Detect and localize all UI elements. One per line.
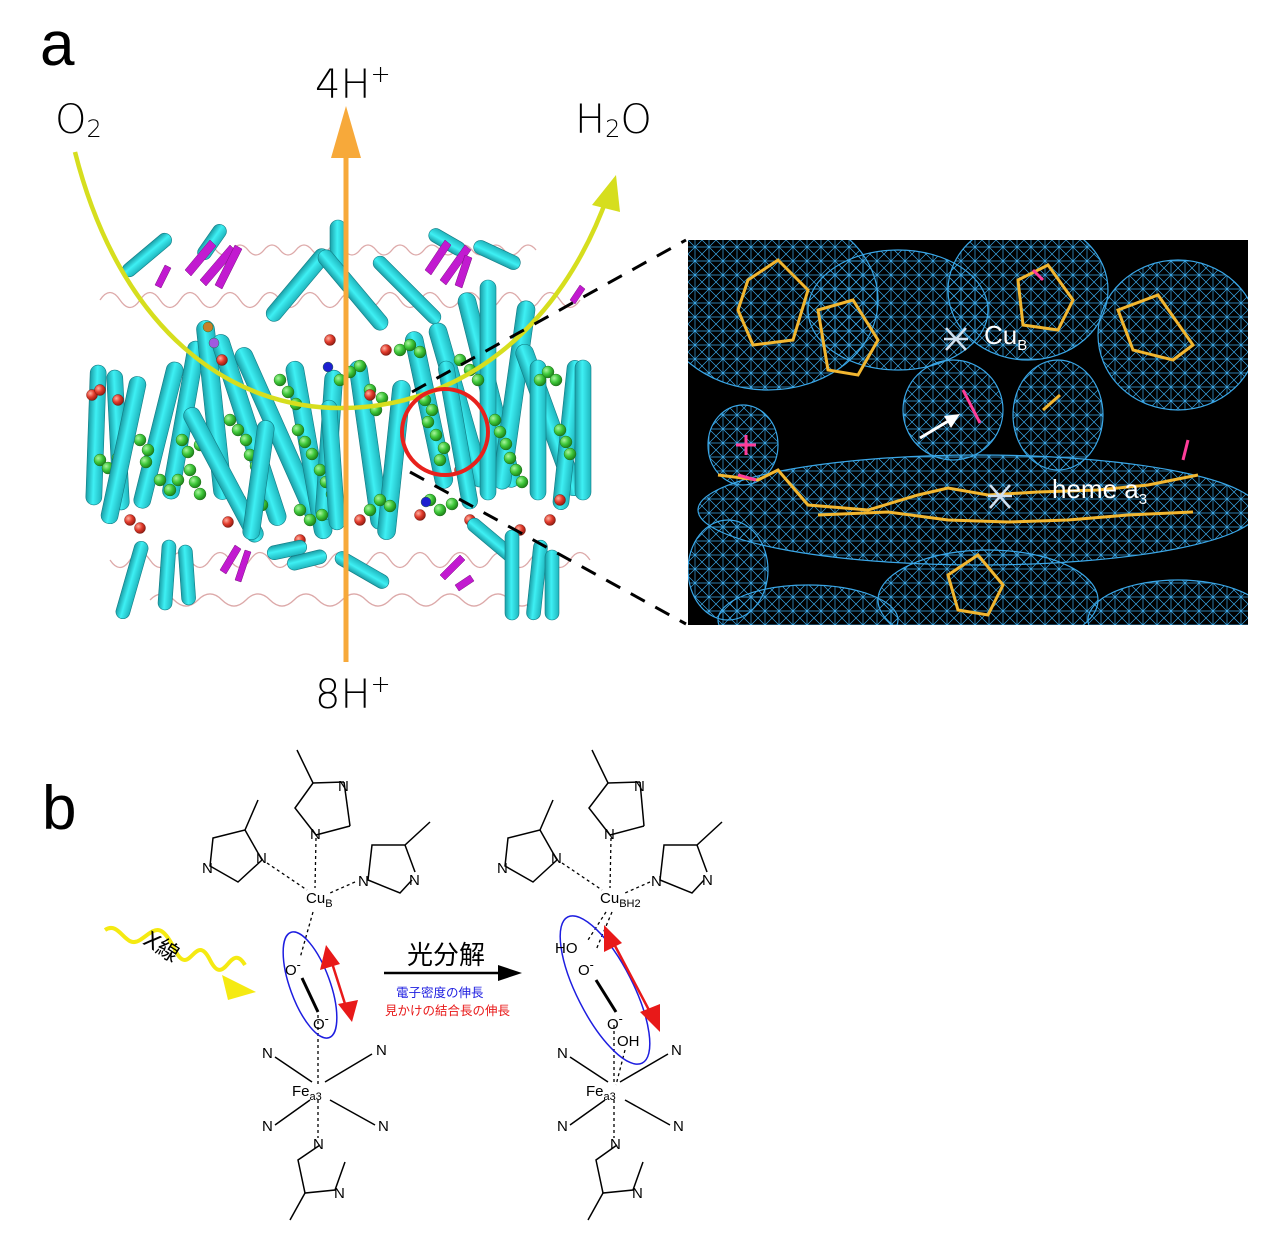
nitrogen-atom: N	[376, 1042, 387, 1059]
nitrogen-atom: N	[262, 1045, 273, 1062]
o2-label: O2	[55, 97, 102, 143]
nitrogen-atom: N	[671, 1042, 682, 1059]
oxygen-top-left: O-	[285, 958, 301, 979]
nitrogen-atom: N	[256, 850, 267, 867]
nitrogen-atom: N	[604, 826, 615, 843]
heme-a3-label: heme a3	[1052, 474, 1148, 509]
o-o-bond-right	[594, 979, 618, 1013]
cub-label: CuB	[984, 320, 1028, 355]
nitrogen-atom: N	[262, 1118, 273, 1135]
photolysis-label: 光分解	[407, 941, 486, 971]
nitrogen-atom: N	[673, 1118, 684, 1135]
note-electron-density-elongation: 電子密度の伸長	[396, 985, 484, 1000]
cub-atom-left: CuB	[306, 890, 333, 910]
panel-label-a: a	[40, 10, 75, 79]
atomic-model-sticks	[717, 258, 1199, 617]
proton-out-label: 4H+	[315, 60, 391, 108]
oxygen-bottom-left: O-	[313, 1012, 329, 1033]
nitrogen-atom: N	[202, 860, 213, 877]
nitrogen-atom: N	[313, 1136, 324, 1153]
panel-label-b: b	[42, 774, 77, 843]
imidazole-rings	[209, 749, 723, 1221]
hydroxyl-bottom-right: OH	[617, 1033, 640, 1050]
nitrogen-atom: N	[702, 872, 713, 889]
photolysis-arrow	[384, 965, 522, 981]
nitrogen-atom: N	[651, 873, 662, 890]
active-site-highlight-circle	[400, 387, 490, 477]
nitrogen-atom: N	[634, 778, 645, 795]
bond-length-arrow-right	[604, 925, 660, 1032]
electron-density-inset: CuB heme a3	[688, 240, 1248, 625]
nitrogen-atom: N	[610, 1136, 621, 1153]
helix-cylinders-top	[122, 219, 547, 501]
beta-sheets	[154, 239, 586, 592]
hydroxyl-top-right: HO	[555, 940, 578, 957]
nitrogen-atom: N	[334, 1185, 345, 1202]
o-o-bond-left	[300, 977, 320, 1013]
nitrogen-atom: N	[358, 873, 369, 890]
fe-atom-right: Fea3	[586, 1083, 616, 1103]
note-apparent-bond-elongation: 見かけの結合長の伸長	[385, 1003, 511, 1018]
metal-markers	[944, 327, 1012, 509]
oxygen-top-right: O-	[578, 958, 594, 979]
oxygen-bottom-right: O-	[607, 1012, 623, 1033]
fe-atom-left: Fea3	[292, 1083, 322, 1103]
cub-atom-right: CuBH2	[600, 890, 641, 910]
oxygen-sticks	[736, 268, 1190, 482]
fe-equatorial-bonds	[274, 1053, 671, 1126]
nitrogen-atom: N	[557, 1045, 568, 1062]
nitrogen-atom: N	[557, 1118, 568, 1135]
electron-density-ellipse-left	[282, 931, 338, 1039]
bond-length-arrow-left	[320, 945, 358, 1022]
nitrogen-atom: N	[632, 1185, 643, 1202]
nitrogen-atom: N	[338, 778, 349, 795]
nitrogen-atom: N	[409, 872, 420, 889]
nitrogen-atom: N	[378, 1118, 389, 1135]
nitrogen-atom: N	[310, 826, 321, 843]
nitrogen-atom: N	[551, 850, 562, 867]
h2o-label: H2O	[575, 97, 652, 143]
proton-path-arrow	[331, 106, 361, 662]
electron-density-ellipse-right	[559, 915, 651, 1065]
zoom-guide-lines	[409, 238, 687, 626]
helix-cylinders-front	[100, 360, 560, 621]
proton-in-label: 8H+	[315, 670, 391, 718]
coordination-bonds	[266, 837, 651, 1138]
density-mesh	[688, 240, 1248, 625]
nitrogen-atom: N	[497, 860, 508, 877]
pointer-arrow-icon	[919, 414, 960, 440]
xray-wave-icon	[103, 926, 256, 1000]
